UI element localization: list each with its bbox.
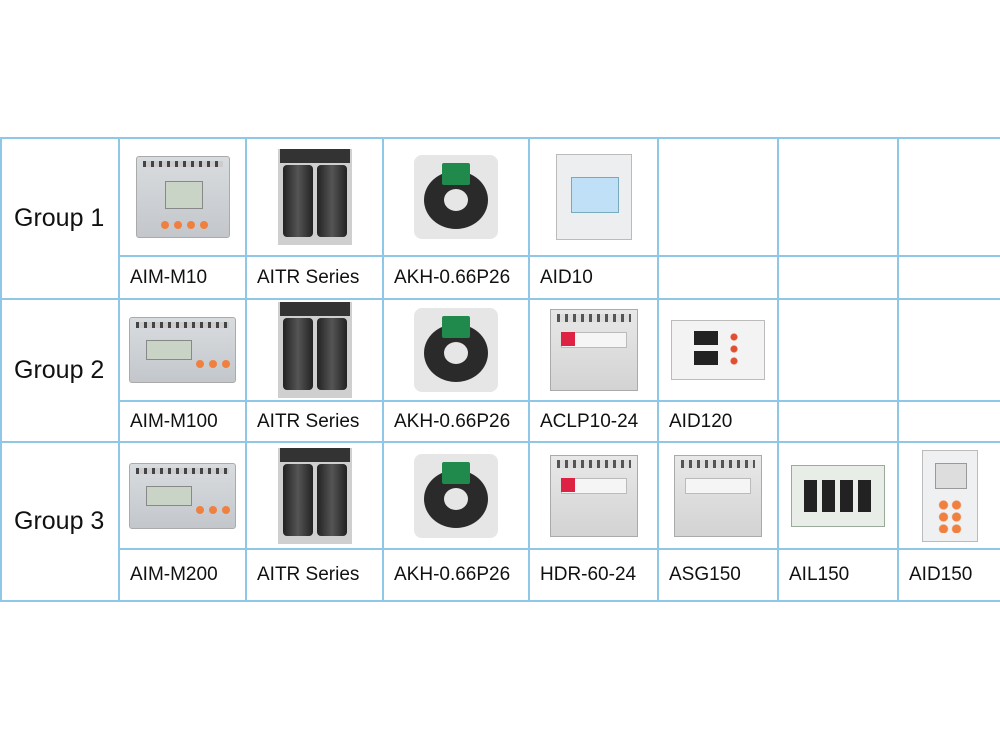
hdr-60-24-image bbox=[549, 454, 638, 537]
aid150-image bbox=[921, 449, 978, 542]
product-table: Group 1 AIM-M10 AITR Series AKH-0.66P26 … bbox=[0, 137, 1000, 602]
aim-m10-image bbox=[135, 156, 230, 238]
product-label: ASG150 bbox=[657, 548, 779, 602]
aim-m200-image bbox=[129, 462, 236, 529]
asg150-image bbox=[674, 454, 762, 537]
aid120-image bbox=[671, 320, 765, 380]
product-label: AID10 bbox=[528, 255, 659, 300]
akh-image bbox=[414, 308, 498, 392]
product-label: AKH-0.66P26 bbox=[382, 548, 530, 602]
product-label: AIM-M100 bbox=[118, 400, 247, 443]
product-label: AID150 bbox=[897, 548, 1000, 602]
product-label: AIM-M200 bbox=[118, 548, 247, 602]
product-label: AIM-M10 bbox=[118, 255, 247, 300]
group-1-label: Group 1 bbox=[0, 137, 120, 300]
akh-image bbox=[414, 453, 498, 538]
aitr-image bbox=[277, 447, 352, 544]
aitr-image bbox=[277, 149, 352, 245]
product-label: AITR Series bbox=[245, 255, 384, 300]
ail150-image bbox=[791, 464, 885, 527]
aid10-image bbox=[555, 154, 632, 240]
product-label: ACLP10-24 bbox=[528, 400, 659, 443]
group-3-label: Group 3 bbox=[0, 441, 120, 602]
product-label: AID120 bbox=[657, 400, 779, 443]
aclp10-image bbox=[549, 309, 638, 391]
group-2-label: Group 2 bbox=[0, 298, 120, 443]
product-label: AIL150 bbox=[777, 548, 899, 602]
product-label: AITR Series bbox=[245, 548, 384, 602]
product-label: AITR Series bbox=[245, 400, 384, 443]
product-label: HDR-60-24 bbox=[528, 548, 659, 602]
aim-m100-image bbox=[129, 317, 236, 383]
aitr-image bbox=[277, 302, 352, 398]
product-label: AKH-0.66P26 bbox=[382, 400, 530, 443]
product-label: AKH-0.66P26 bbox=[382, 255, 530, 300]
akh-image bbox=[414, 155, 498, 239]
